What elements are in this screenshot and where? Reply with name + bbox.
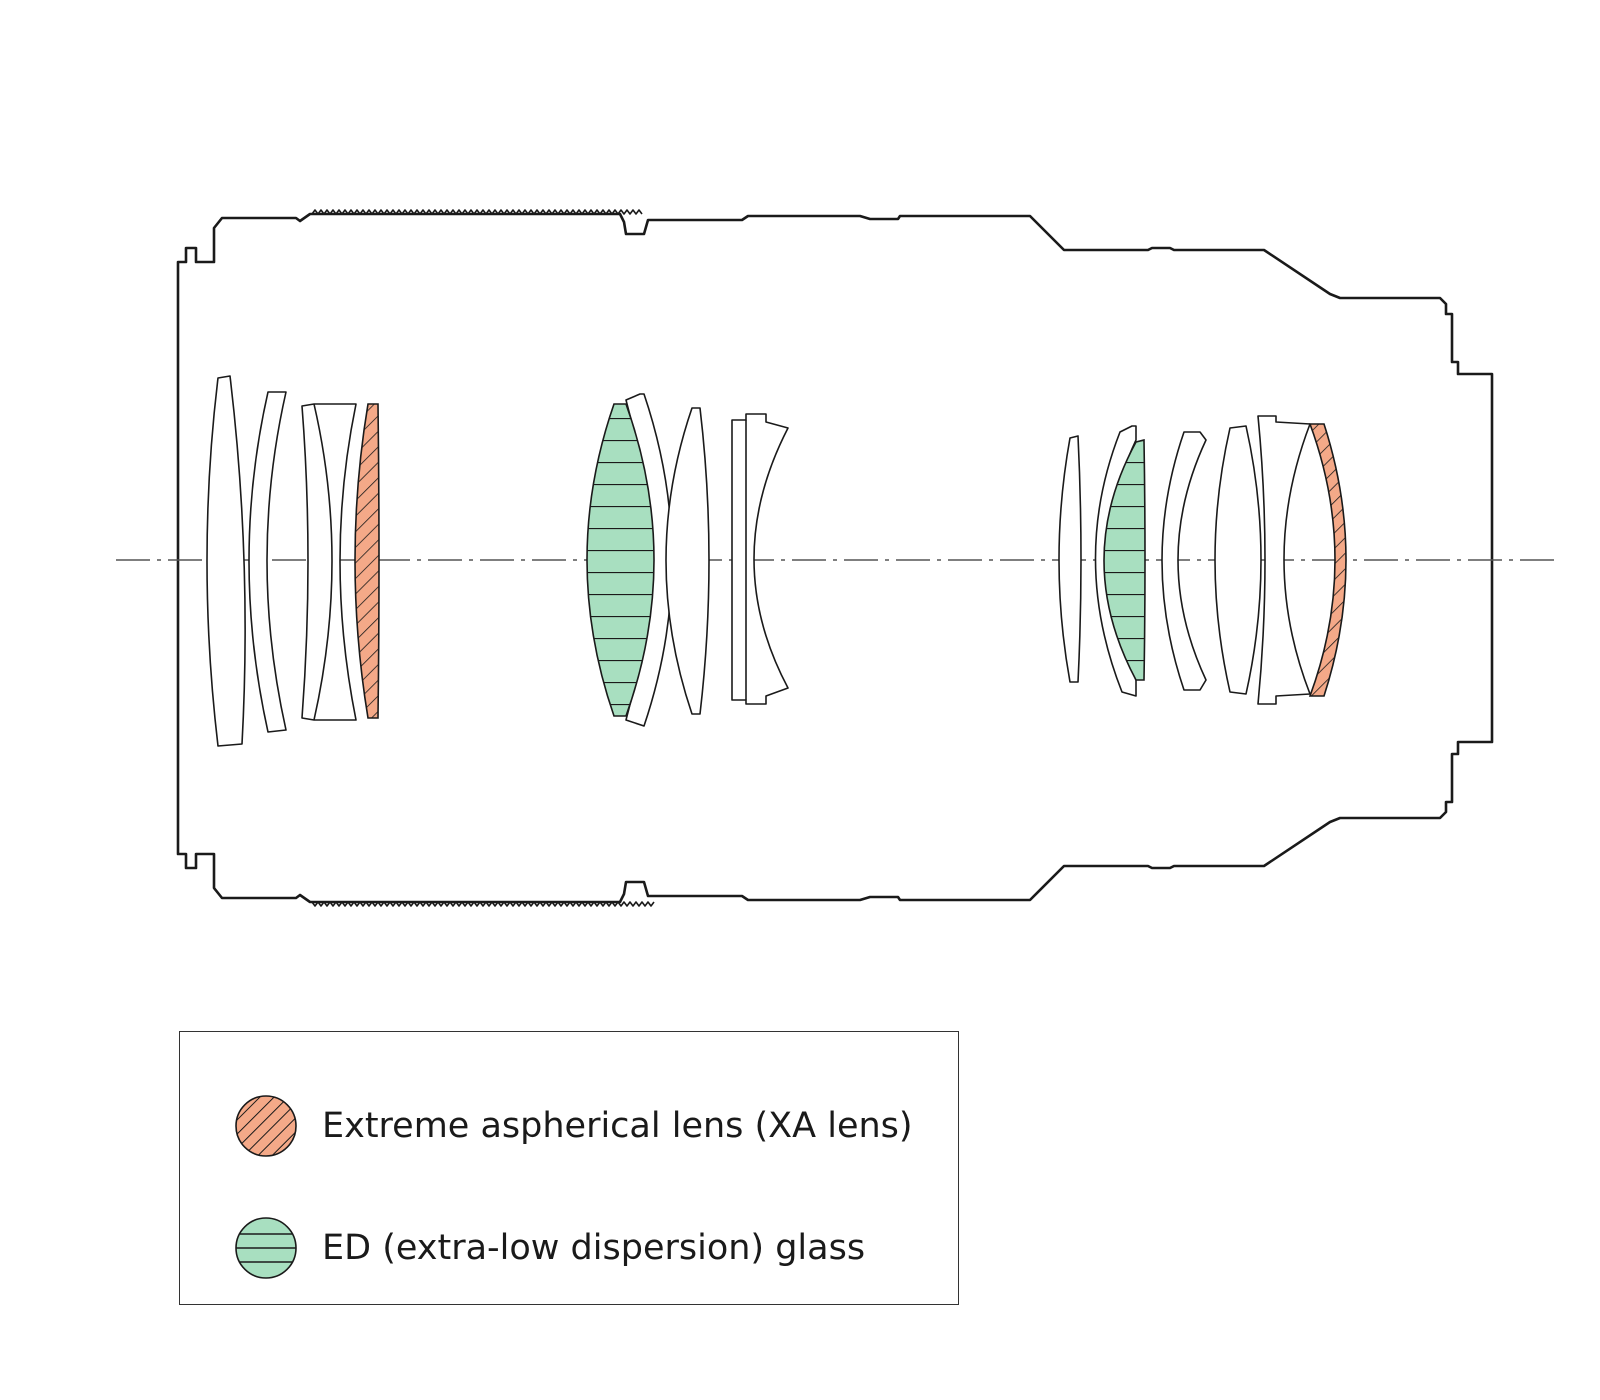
front-lens-group: [206, 375, 357, 747]
lens-element-3: [301, 403, 357, 721]
lens-construction-diagram: [116, 209, 1555, 907]
legend: Extreme aspherical lens (XA lens) ED (ex…: [179, 1031, 959, 1305]
legend-label-xa: Extreme aspherical lens (XA lens): [322, 1106, 913, 1146]
lens-element-7: [731, 413, 789, 705]
lens-element-2: [248, 391, 287, 733]
focus-ring-grip-bottom: [311, 901, 655, 907]
ed-glass-swatch-icon: [235, 1217, 297, 1279]
focus-ring-grip-top: [311, 209, 643, 215]
barrel-bottom-outline: [176, 558, 1494, 904]
barrel-top-outline: [176, 212, 1494, 558]
legend-label-ed: ED (extra-low dispersion) glass: [322, 1228, 866, 1268]
lens-element-8: [1058, 435, 1082, 683]
lens-element-10: [1161, 431, 1207, 691]
xa-lens-element-front: [354, 403, 380, 719]
lens-element-1: [206, 375, 246, 747]
xa-lens-swatch-icon: [235, 1095, 297, 1157]
legend-item-xa: Extreme aspherical lens (XA lens): [234, 1094, 913, 1158]
rear-lens-group: [1058, 415, 1311, 705]
ed-lens-element-rear: [1103, 438, 1146, 681]
lens-element-6: [665, 407, 710, 715]
lens-element-11: [1214, 425, 1262, 695]
lens-barrel: [176, 209, 1494, 907]
ed-lens-element-middle: [586, 403, 655, 717]
xa-lens-element-rear: [1308, 423, 1347, 697]
lens-element-3-inner: [313, 403, 333, 721]
legend-item-ed: ED (extra-low dispersion) glass: [234, 1216, 865, 1280]
